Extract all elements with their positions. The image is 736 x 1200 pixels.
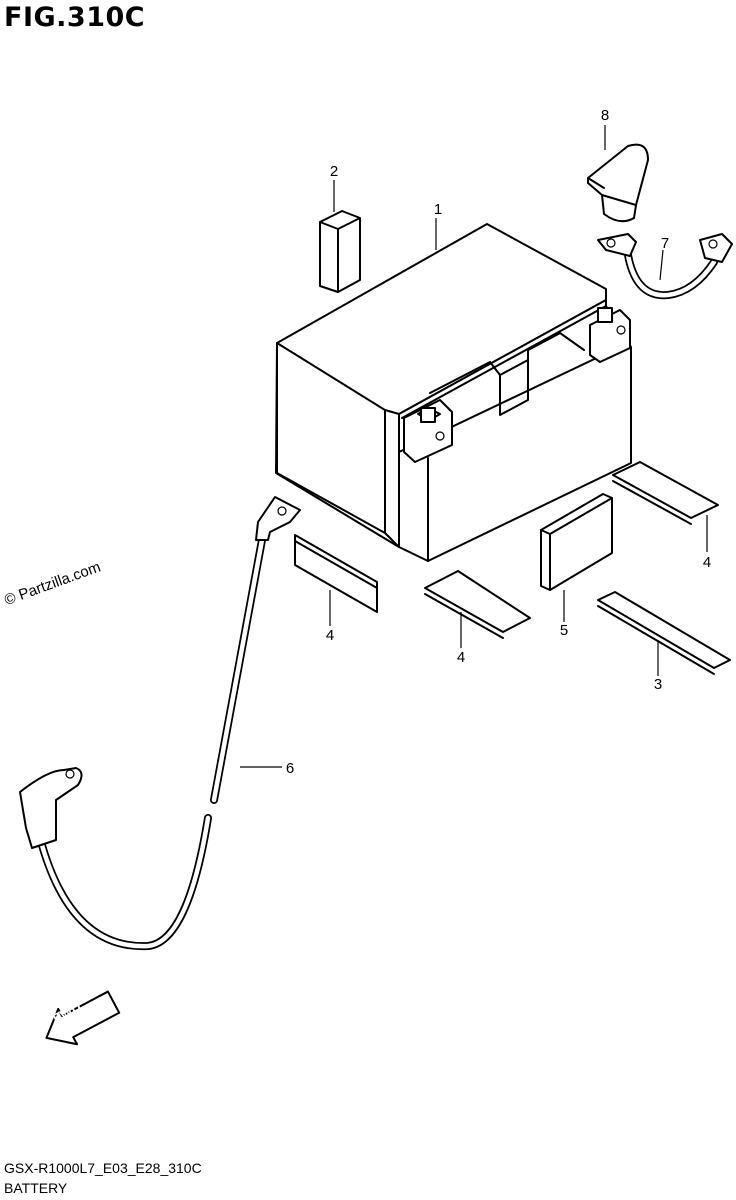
terminal-cap-part[interactable] <box>587 143 649 223</box>
long-cable-part[interactable] <box>19 496 301 951</box>
callout-8[interactable]: 8 <box>600 107 610 124</box>
callout-4-left[interactable]: 4 <box>325 627 335 644</box>
battery-part[interactable] <box>275 223 632 562</box>
pad-4-left[interactable] <box>294 534 378 613</box>
small-pad-part[interactable] <box>319 210 361 293</box>
callout-4-center[interactable]: 4 <box>456 649 466 666</box>
pad-5-part[interactable] <box>540 493 613 591</box>
callout-6[interactable]: 6 <box>285 760 295 777</box>
strip-3-part[interactable] <box>597 591 731 669</box>
pad-4-right[interactable] <box>612 461 719 519</box>
callout-4-right[interactable]: 4 <box>702 554 712 571</box>
callout-7[interactable]: 7 <box>660 235 670 252</box>
callout-2[interactable]: 2 <box>329 163 339 180</box>
pad-4-center[interactable] <box>424 570 531 633</box>
leader-lines <box>240 125 708 768</box>
callout-3[interactable]: 3 <box>653 676 663 693</box>
short-lead-part[interactable] <box>597 233 733 300</box>
section-name: BATTERY <box>4 1180 68 1196</box>
fwd-arrow-icon <box>45 990 121 1046</box>
callout-5[interactable]: 5 <box>559 622 569 639</box>
figure-title: FIG.310C <box>4 2 146 33</box>
model-code: GSX-R1000L7_E03_E28_310C <box>4 1160 202 1176</box>
callout-1[interactable]: 1 <box>433 201 443 218</box>
